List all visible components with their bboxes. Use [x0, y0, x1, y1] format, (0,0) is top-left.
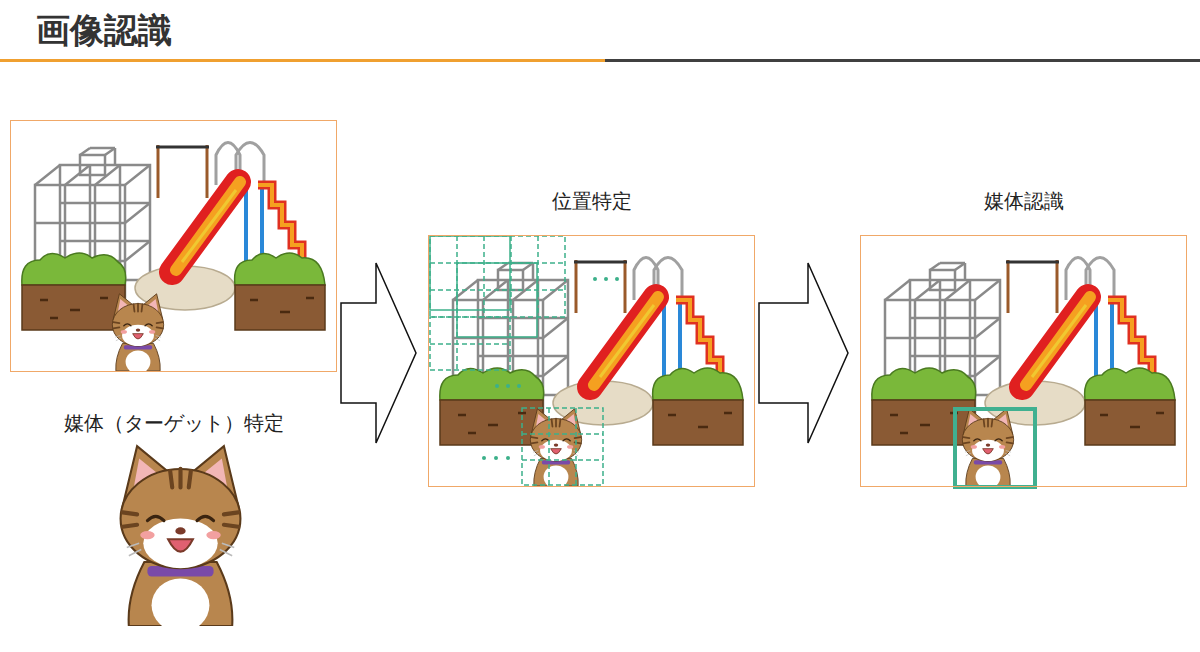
panel-label: 媒体（ターゲット）特定	[11, 411, 336, 435]
playground-scene	[428, 235, 755, 487]
block-arrow	[759, 263, 848, 443]
image-panel: 媒体（ターゲット）特定	[10, 120, 337, 372]
playground-scene	[860, 235, 1187, 487]
block-arrow	[341, 263, 416, 443]
playground-scene	[10, 120, 337, 372]
detection-box	[955, 409, 1035, 487]
underline-grey	[605, 59, 1200, 62]
page-title: 画像認識	[36, 8, 172, 54]
image-panel: 位置特定	[428, 235, 755, 487]
title-underline	[0, 0, 1200, 70]
underline-orange	[0, 59, 605, 62]
target-cat	[108, 440, 253, 626]
panel-label: 媒体認識	[861, 189, 1186, 213]
image-panel: 媒体認識	[860, 235, 1187, 487]
panel-label: 位置特定	[429, 189, 754, 213]
